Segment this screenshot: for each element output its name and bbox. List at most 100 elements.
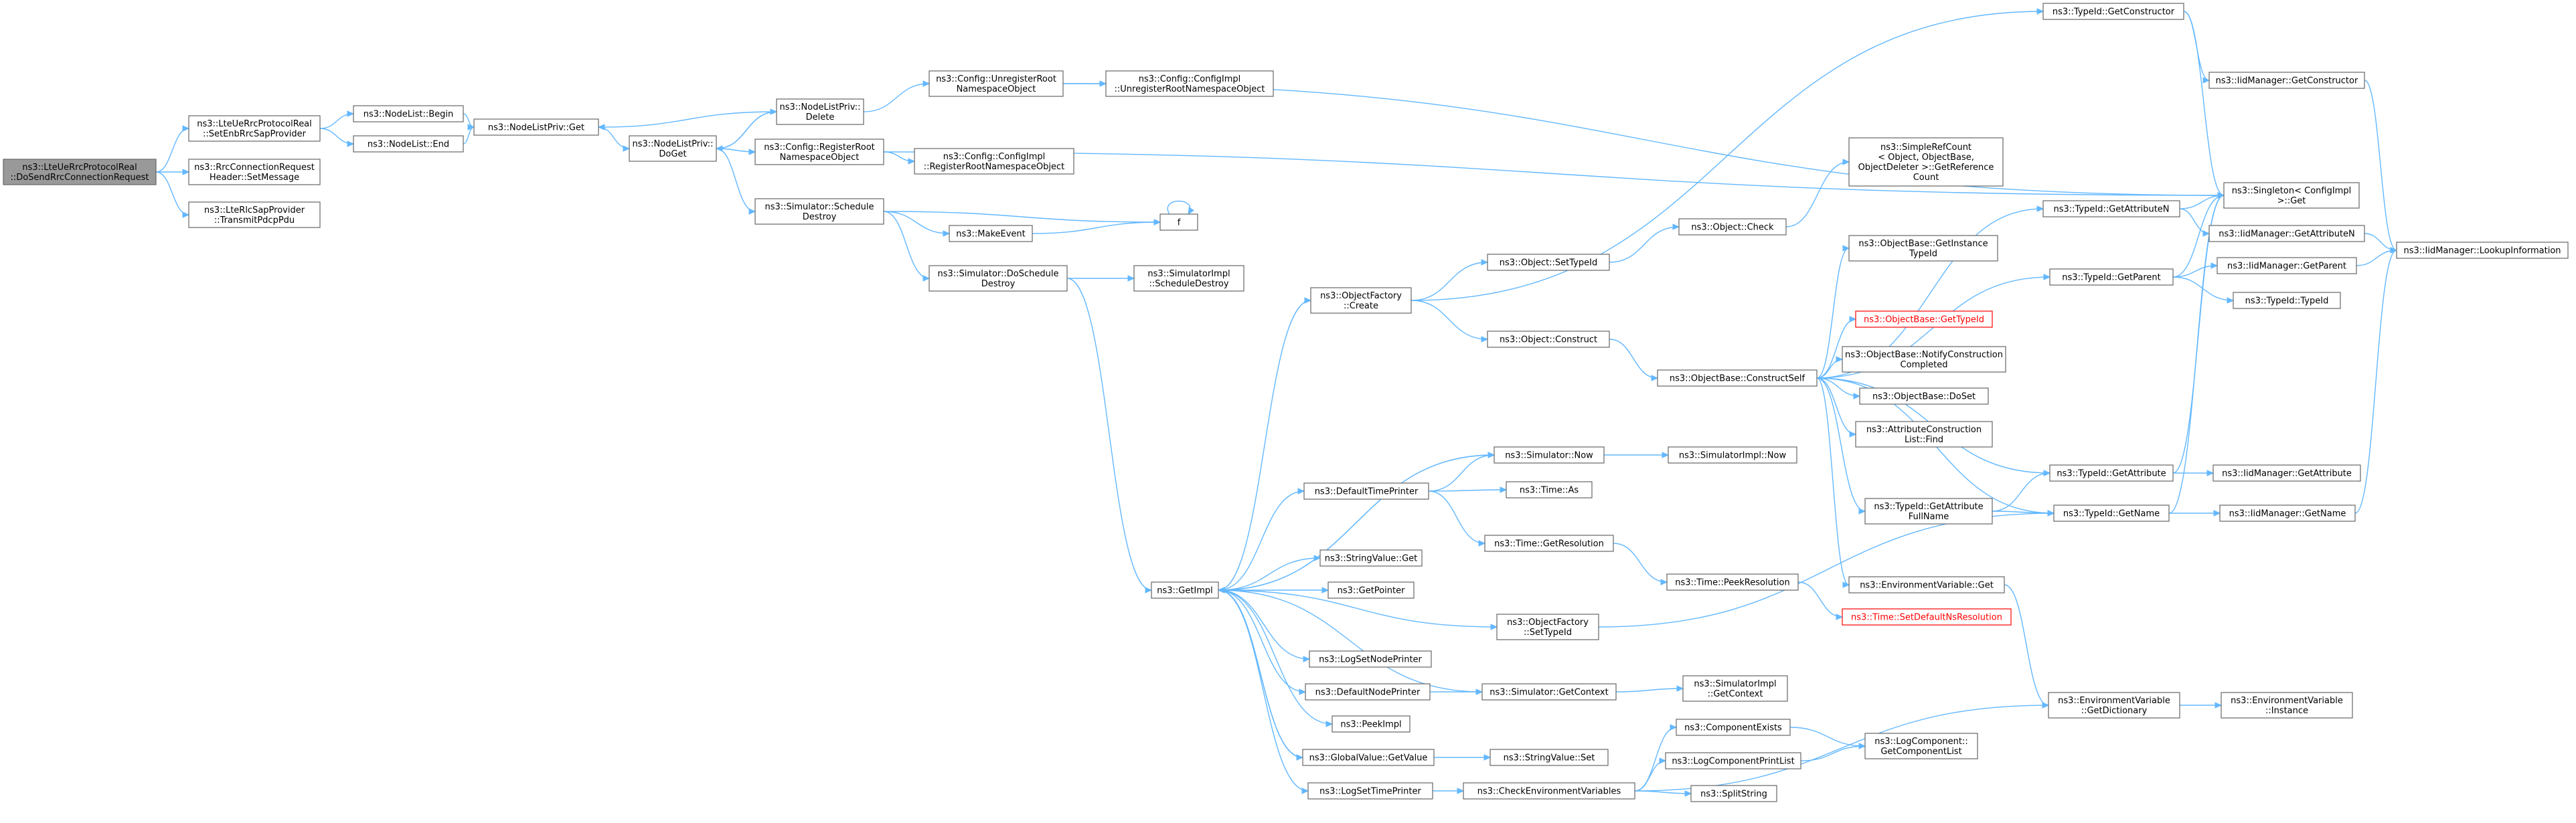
node-peekRes[interactable]: ns3::Time::PeekResolution	[1666, 573, 1799, 591]
edge-line	[716, 111, 777, 149]
edge-arrowhead	[1858, 743, 1866, 749]
edge-arrowhead	[1662, 452, 1670, 458]
node-label: Completed	[1901, 360, 1948, 370]
node-getRes[interactable]: ns3::Time::GetResolution	[1484, 535, 1614, 552]
node-objCheck[interactable]: ns3::Object::Check	[1678, 218, 1787, 236]
edge-nlpGet-to-nlpDoGet	[598, 126, 631, 152]
node-reg[interactable]: ns3::Config::RegisterRootNamespaceObject	[754, 139, 884, 165]
node-simImplNow[interactable]: ns3::SimulatorImpl::Now	[1668, 446, 1797, 464]
node-compExists[interactable]: ns3::ComponentExists	[1676, 719, 1791, 736]
node-ofCreate[interactable]: ns3::ObjectFactory::Create	[1310, 287, 1412, 314]
node-construct[interactable]: ns3::Object::Construct	[1487, 331, 1610, 348]
node-getName[interactable]: ns3::TypeId::GetName	[2053, 505, 2170, 522]
node-box	[2042, 200, 2180, 217]
node-begin[interactable]: ns3::NodeList::Begin	[353, 105, 464, 122]
node-typeIdTypeId[interactable]: ns3::TypeId::TypeId	[2233, 292, 2341, 309]
node-lookup[interactable]: ns3::IidManager::LookupInformation	[2396, 242, 2569, 259]
node-gvGetValue[interactable]: ns3::GlobalValue::GetValue	[1302, 749, 1435, 766]
node-envDict[interactable]: ns3::EnvironmentVariable::GetDictionary	[2048, 692, 2180, 719]
node-logCompPrint[interactable]: ns3::LogComponentPrintList	[1665, 752, 1801, 769]
node-setEnb[interactable]: ns3::LteUeRrcProtocolReal::SetEnbRrcSapP…	[188, 115, 321, 142]
edge-simNow-to-simImplNow	[1604, 452, 1670, 458]
node-defNodePrinter[interactable]: ns3::DefaultNodePrinter	[1305, 683, 1431, 701]
node-root[interactable]: ns3::LteUeRrcProtocolReal::DoSendRrcConn…	[3, 159, 157, 185]
node-getPointer[interactable]: ns3::GetPointer	[1327, 581, 1415, 599]
edge-ofCreate-to-getConstructor	[1411, 8, 2044, 301]
node-makeEvent[interactable]: ns3::MakeEvent	[949, 225, 1033, 242]
node-doSet[interactable]: ns3::ObjectBase::DoSet	[1859, 387, 1989, 405]
node-stringSet[interactable]: ns3::StringValue::Set	[1490, 749, 1609, 766]
node-setTypeId[interactable]: ns3::Object::SetTypeId	[1487, 254, 1610, 271]
node-nlpGet[interactable]: ns3::NodeListPriv::Get	[473, 118, 599, 136]
node-simpleRef[interactable]: ns3::SimpleRefCount< Object, ObjectBase,…	[1848, 137, 2004, 187]
edge-arrowhead	[1836, 356, 1844, 363]
node-envInstance[interactable]: ns3::EnvironmentVariable::Instance	[2221, 692, 2353, 719]
node-splitString[interactable]: ns3::SplitString	[1690, 785, 1777, 802]
node-checkEnv[interactable]: ns3::CheckEnvironmentVariables	[1463, 782, 1635, 800]
node-getAttrN[interactable]: ns3::TypeId::GetAttributeN	[2042, 200, 2180, 217]
node-defTimePrinter[interactable]: ns3::DefaultTimePrinter	[1303, 482, 1429, 500]
node-box	[776, 98, 864, 125]
node-stringGet[interactable]: ns3::StringValue::Get	[1319, 549, 1423, 567]
node-singletonGet[interactable]: ns3::Singleton< ConfigImpl>::Get	[2223, 182, 2360, 209]
node-envGet[interactable]: ns3::EnvironmentVariable::Get	[1848, 576, 2005, 593]
node-label: ns3::DefaultTimePrinter	[1315, 487, 1419, 497]
node-box	[2219, 505, 2356, 522]
node-iidGetParent[interactable]: ns3::IidManager::GetParent	[2217, 257, 2357, 274]
node-setDefRes[interactable]: ns3::Time::SetDefaultNsResolution	[1842, 608, 2012, 626]
node-iidGetName[interactable]: ns3::IidManager::GetName	[2219, 505, 2356, 522]
edge-defTimePrinter-to-getRes	[1428, 490, 1486, 547]
node-box	[1494, 446, 1605, 464]
node-box	[1151, 581, 1219, 599]
node-unreg[interactable]: ns3::Config::UnregisterRootNamespaceObje…	[929, 70, 1064, 97]
node-transmit[interactable]: ns3::LteRlcSapProvider::TransmitPdcpPdu	[188, 201, 321, 228]
node-logSetNode[interactable]: ns3::LogSetNodePrinter	[1309, 650, 1432, 668]
node-ofSetTypeId[interactable]: ns3::ObjectFactory::SetTypeId	[1496, 614, 1599, 640]
node-iidGetAttribute[interactable]: ns3::IidManager::GetAttribute	[2212, 464, 2361, 482]
node-f[interactable]: f	[1159, 213, 1198, 231]
node-implSchedDestroy[interactable]: ns3::SimulatorImpl::ScheduleDestroy	[1133, 265, 1244, 292]
node-label: ns3::TypeId::TypeId	[2245, 296, 2329, 306]
node-getAttribute[interactable]: ns3::TypeId::GetAttribute	[2049, 464, 2174, 482]
node-iidGetConstructor[interactable]: ns3::IidManager::GetConstructor	[2208, 72, 2365, 89]
node-nlpDoGet[interactable]: ns3::NodeListPriv::DoGet	[629, 135, 717, 162]
node-label: ns3::Config::RegisterRoot	[764, 143, 875, 153]
node-label: ns3::Simulator::GetContext	[1490, 688, 1608, 698]
node-simNow[interactable]: ns3::Simulator::Now	[1494, 446, 1605, 464]
node-constructSelf[interactable]: ns3::ObjectBase::ConstructSelf	[1657, 369, 1818, 387]
edge-root-to-rrcReq	[155, 169, 190, 175]
node-label: ns3::Simulator::Now	[1505, 451, 1593, 461]
node-timeAs[interactable]: ns3::Time::As	[1506, 481, 1593, 498]
node-simImplGetContext[interactable]: ns3::SimulatorImpl::GetContext	[1682, 675, 1788, 702]
node-end[interactable]: ns3::NodeList::End	[353, 135, 464, 153]
edge-arrowhead	[1481, 336, 1489, 343]
node-schedDestroy[interactable]: ns3::Simulator::ScheduleDestroy	[754, 198, 884, 225]
edge-line	[1816, 377, 1856, 435]
node-label: ns3::EnvironmentVariable	[2231, 696, 2343, 706]
node-getImpl[interactable]: ns3::GetImpl	[1151, 581, 1219, 599]
node-simGetContext[interactable]: ns3::Simulator::GetContext	[1481, 683, 1617, 701]
node-nlpDelete[interactable]: ns3::NodeListPriv::Delete	[776, 98, 864, 125]
node-rrcReq[interactable]: ns3::RrcConnectionRequestHeader::SetMess…	[188, 159, 321, 185]
node-getCompList[interactable]: ns3::LogComponent::GetComponentList	[1864, 733, 1978, 759]
node-regImpl[interactable]: ns3::Config::ConfigImpl::RegisterRootNam…	[914, 148, 1074, 175]
node-unregImpl[interactable]: ns3::Config::ConfigImpl::UnregisterRootN…	[1105, 70, 1274, 97]
node-logSetTime[interactable]: ns3::LogSetTimePrinter	[1307, 782, 1433, 800]
edge-getAttrN-to-iidGetAttrN	[2179, 208, 2210, 237]
edge-arrowhead	[1676, 685, 1684, 692]
node-getParent[interactable]: ns3::TypeId::GetParent	[2049, 268, 2174, 286]
node-getConstructor[interactable]: ns3::TypeId::GetConstructor	[2042, 3, 2184, 20]
edge-arrowhead	[182, 169, 190, 175]
node-obGetTypeId[interactable]: ns3::ObjectBase::GetTypeId	[1855, 310, 1993, 328]
node-iidGetAttrN[interactable]: ns3::IidManager::GetAttributeN	[2208, 225, 2365, 242]
node-notifyConstr[interactable]: ns3::ObjectBase::NotifyConstructionCompl…	[1842, 346, 2006, 373]
edge-arrowhead	[1299, 689, 1307, 695]
edge-arrowhead	[2036, 8, 2044, 15]
edge-arrowhead	[1672, 223, 1680, 230]
node-box	[1855, 421, 1993, 448]
node-peekImpl[interactable]: ns3::PeekImpl	[1332, 715, 1411, 733]
